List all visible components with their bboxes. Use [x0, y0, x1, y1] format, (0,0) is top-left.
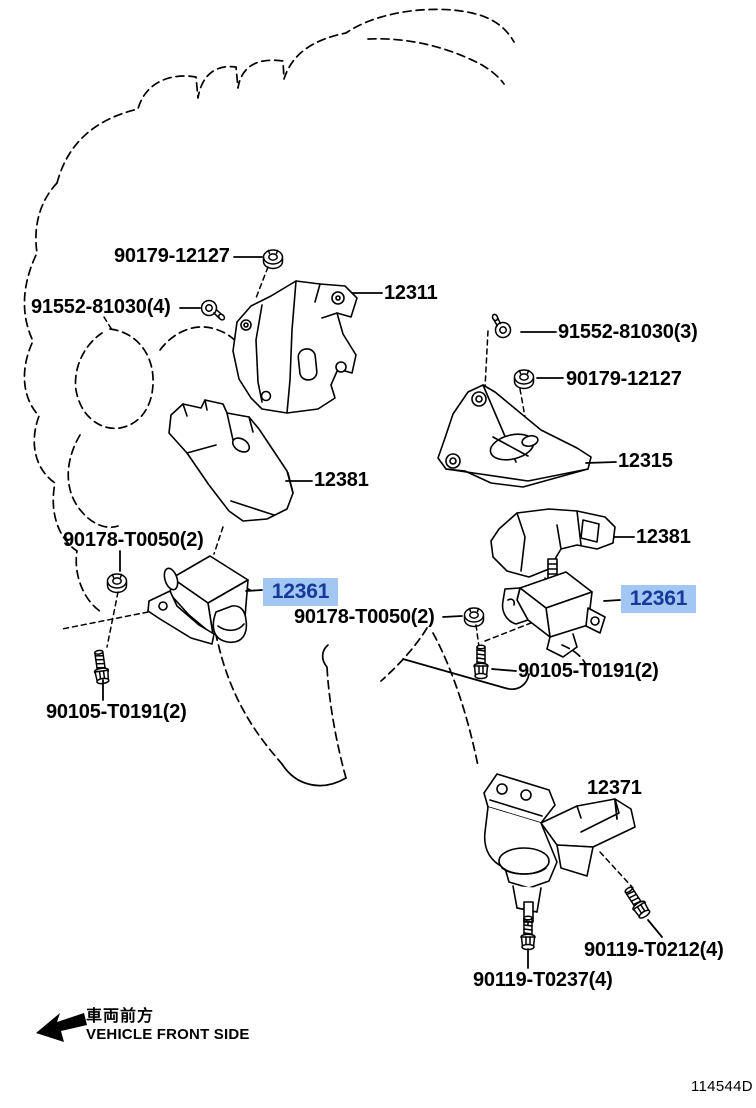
vehicle-front-label-jp: 車両前方	[86, 1008, 155, 1025]
part-12361-left-drawing	[147, 555, 249, 645]
part-label-91552-81030-3[interactable]: 91552-81030(3)	[558, 321, 698, 343]
part-label-90178-T0050-middle[interactable]: 90178-T0050(2)	[294, 606, 435, 628]
vehicle-front-label-en: VEHICLE FRONT SIDE	[86, 1026, 250, 1043]
drawing-code: 114544D	[691, 1078, 753, 1095]
leader-lines	[102, 256, 663, 969]
part-label-12361-right-highlighted[interactable]: 12361	[621, 585, 696, 613]
part-label-91552-81030-4[interactable]: 91552-81030(4)	[31, 296, 171, 318]
part-label-12361-left-highlighted[interactable]: 12361	[263, 578, 338, 606]
part-12315-drawing	[437, 384, 592, 488]
part-label-90179-12127-top[interactable]: 90179-12127	[114, 245, 230, 267]
vehicle-front-arrow-icon	[36, 1013, 87, 1042]
part-label-12311[interactable]: 12311	[384, 282, 438, 304]
part-12381-right-drawing	[490, 508, 616, 578]
bolt-icon	[93, 649, 110, 685]
nut-icon	[463, 607, 485, 628]
bolt-icon	[520, 915, 536, 951]
bolt-icon	[473, 644, 489, 680]
part-label-90119-T0237[interactable]: 90119-T0237(4)	[473, 969, 613, 991]
bolt-icon	[200, 299, 226, 321]
part-label-90179-12127-right[interactable]: 90179-12127	[566, 368, 682, 390]
part-12361-right-drawing	[501, 558, 606, 658]
bolt-icon	[491, 313, 512, 339]
part-label-12381-left[interactable]: 12381	[314, 469, 369, 491]
part-12311-drawing	[232, 280, 358, 414]
assembly-dashed-lines	[61, 266, 634, 927]
engine-outline	[23, 8, 515, 614]
bolt-icon	[624, 886, 651, 919]
part-label-90178-T0050-left[interactable]: 90178-T0050(2)	[63, 529, 204, 551]
nut-icon	[106, 573, 128, 594]
part-label-90105-T0191-left[interactable]: 90105-T0191(2)	[46, 701, 187, 723]
part-12381-left-drawing	[168, 399, 294, 522]
nut-icon	[262, 249, 284, 270]
part-label-12381-right[interactable]: 12381	[636, 526, 691, 548]
part-label-90119-T0212[interactable]: 90119-T0212(4)	[584, 939, 724, 961]
part-label-90105-T0191-right[interactable]: 90105-T0191(2)	[518, 660, 659, 682]
nut-icon	[513, 369, 535, 390]
part-label-12371[interactable]: 12371	[587, 777, 642, 799]
part-12371-drawing	[483, 773, 636, 923]
part-label-12315[interactable]: 12315	[618, 450, 673, 472]
